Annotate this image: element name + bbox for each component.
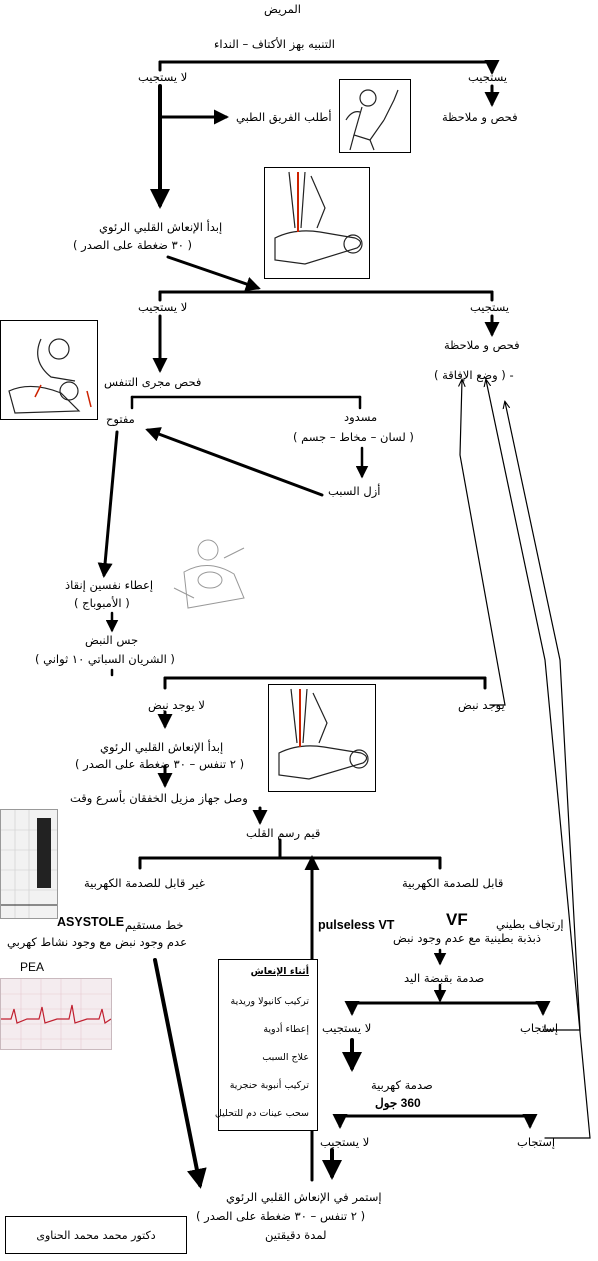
- node-pulse-check: جس النبض: [85, 633, 139, 647]
- node-patient: المريض: [264, 2, 301, 16]
- during-cpr-item: إعطاء أدوية: [263, 1024, 309, 1035]
- node-airway-check: فحص مجرى التنفس: [104, 375, 202, 389]
- node-start-cpr-1: إبدأ الإنعاش القلبي الرئوي: [99, 220, 223, 234]
- asystole-ecg-strip: [0, 809, 58, 919]
- during-cpr-title: أثناء الإنعاش: [250, 966, 309, 977]
- chest-compression-illustration-1: [264, 167, 370, 279]
- pea-ecg-strip: [0, 978, 112, 1050]
- node-pea: PEA: [20, 960, 45, 974]
- node-give-breaths: إعطاء نفسين إنقاذ: [65, 578, 154, 592]
- node-blocked-detail: ( لسان – مخاط – جسم ): [293, 430, 414, 444]
- node-pulseless-vt: pulseless VT: [318, 918, 395, 932]
- node-electric-shock: صدمة كهربية: [371, 1078, 433, 1092]
- chest-compression-illustration-2: [268, 684, 376, 792]
- node-not-responds-2: لا يستجيب: [138, 300, 188, 314]
- node-asystole-arabic: خط مستقيم: [125, 918, 184, 932]
- node-vf: VF: [446, 910, 468, 929]
- during-cpr-item: علاج السبب: [262, 1052, 309, 1063]
- node-not-responds-3: لا يستجيب: [322, 1021, 372, 1035]
- node-cpr1-detail: ( ٣٠ ضغطة على الصدر ): [73, 238, 193, 252]
- author-name: دكتور محمد محمد الحناوى: [36, 1228, 156, 1242]
- node-continue-cpr: إستمر في الإنعاش القلبي الرئوي: [226, 1190, 382, 1204]
- node-stimulate: التنبيه بهز الأكتاف – النداء: [214, 37, 335, 51]
- node-remove-cause: أزل السبب: [328, 484, 381, 498]
- node-open: مفتوح: [106, 412, 135, 426]
- node-non-shockable: غير قابل للصدمة الكهربية: [84, 876, 205, 890]
- node-two-minutes: لمدة دقيقتين: [265, 1228, 327, 1242]
- chest-compression-icon: [274, 171, 363, 265]
- airway-check-illustration: [0, 320, 98, 420]
- node-rhythm: قيم رسم القلب: [246, 826, 321, 840]
- node-pea-detail: عدم وجود نبض مع وجود نشاط كهربي: [7, 935, 187, 949]
- node-responds-1: يستجيب: [468, 70, 508, 84]
- node-no-pulse: لا يوجد نبض: [148, 698, 205, 712]
- node-responds-3: إستجاب: [520, 1021, 559, 1035]
- ecg-strip-icon: [1, 810, 57, 918]
- node-call-team: أطلب الفريق الطبي: [236, 110, 332, 124]
- node-pulse-present: يوجد نبض: [458, 698, 505, 712]
- node-vf-arabic: إرتجاف بطيني: [496, 917, 564, 931]
- node-ambu: ( الأمبوباج ): [74, 596, 130, 610]
- node-connect-defib: وصل جهاز مزيل الخفقان بأسرع وقت: [70, 791, 248, 805]
- ecg-trace-icon: [1, 979, 112, 1049]
- author-signature-box: دكتور محمد محمد الحناوى: [5, 1216, 187, 1254]
- node-cpr3-detail: ( ٢ تنفس – ٣٠ ضغطة على الصدر ): [196, 1209, 366, 1223]
- during-cpr-box: أثناء الإنعاش تركيب كانيولا وريدية إعطاء…: [214, 959, 318, 1131]
- node-examine-1: فحص و ملاحظة: [442, 110, 518, 124]
- node-responds-4: إستجاب: [517, 1135, 556, 1149]
- during-cpr-item: سحب عينات دم للتحليل: [214, 1108, 309, 1119]
- node-pulse-detail: ( الشريان السباتي ١٠ ثواني ): [35, 652, 175, 666]
- bag-mask-icon: [173, 539, 245, 609]
- node-asystole: ASYSTOLE: [57, 915, 125, 929]
- node-not-responds-4: لا يستجيب: [320, 1135, 370, 1149]
- call-team-illustration: [339, 79, 411, 153]
- during-cpr-item: تركيب أنبوبة حنجرية: [229, 1080, 309, 1091]
- head-tilt-icon: [8, 338, 92, 414]
- node-not-responds-1: لا يستجيب: [138, 70, 188, 84]
- during-cpr-item: تركيب كانيولا وريدية: [230, 996, 309, 1007]
- chest-compression-icon: [278, 688, 369, 780]
- node-hand-shock: صدمة بقبضة اليد: [404, 971, 485, 985]
- node-shockable: قابل للصدمة الكهربية: [402, 876, 504, 890]
- node-pulseless-vt-detail: ذبذبة بطينية مع عدم وجود نبض: [393, 931, 541, 945]
- node-joules: 360 جول: [375, 1096, 421, 1110]
- node-blocked: مسدود: [344, 410, 378, 424]
- node-responds-2: يستجيب: [470, 300, 510, 314]
- rescue-breath-illustration: [164, 528, 254, 620]
- node-cpr2-detail: ( ٢ تنفس – ٣٠ ضغطة على الصدر ): [75, 757, 245, 771]
- node-start-cpr-2: إبدأ الإنعاش القلبي الرئوي: [100, 740, 224, 754]
- node-recovery: - ( وضع الإفاقة ): [434, 368, 514, 382]
- rescuer-calling-icon: [345, 89, 399, 151]
- node-examine-2: فحص و ملاحظة: [444, 338, 520, 352]
